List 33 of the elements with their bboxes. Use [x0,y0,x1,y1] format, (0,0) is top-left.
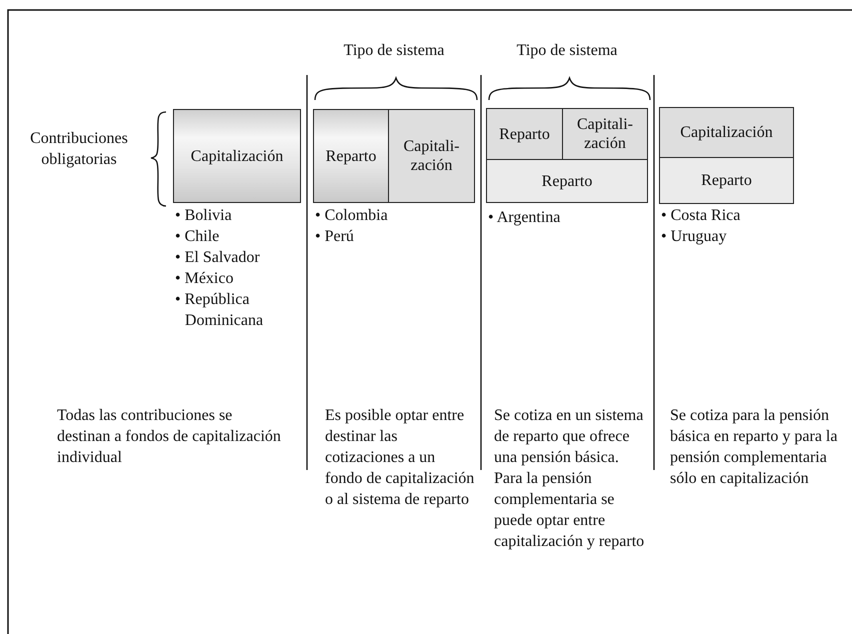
country-item: • Bolivia [175,206,233,226]
heading: Tipo de sistema [342,41,446,61]
system-box [313,109,389,203]
system-box [659,107,794,158]
description: Se cotiza en un sistema de reparto que ofrece una pensión básica. Para la pensión complementaria se puede optar entre capitalización y reparto [494,406,646,552]
country-item: • Costa Rica [661,206,742,226]
system-box [388,109,475,203]
box-label: Capitalización [190,146,284,166]
country-item: • Perú [315,227,355,247]
heading: Tipo de sistema [516,41,618,61]
country-item: • República Dominicana [175,290,264,331]
description: Es posible optar entre destinar las cotizaciones a un fondo de capitalización o al sistema de reparto [325,406,475,510]
country-item: • El Salvador [175,248,261,268]
country-item: • Uruguay [661,227,728,247]
country-item: • Chile [175,227,220,247]
system-box [486,108,563,160]
box-label: Capitali- zación [576,115,634,153]
box-label: Reparto [542,172,592,190]
system-box [659,157,794,204]
box-label: Capitalización [680,123,773,142]
country-item: • Colombia [315,206,389,226]
description: Se cotiza para la pensión básica en reparto y para la pensión complementaria sólo en capitalización [670,406,838,489]
description: Todas las contribuciones se destinan a fondos de capitalización individual [57,406,282,468]
country-item: • México [175,269,234,289]
box-label: Reparto [326,146,376,166]
box-label: Reparto [701,171,752,190]
country-item: • Argentina [488,208,562,228]
box-label: Reparto [499,124,550,144]
system-box [486,159,648,203]
side-label: Contribuciones obligatorias [29,129,129,170]
box-label: Capitali- zación [402,137,460,175]
system-box [173,109,301,203]
system-box [562,108,648,160]
